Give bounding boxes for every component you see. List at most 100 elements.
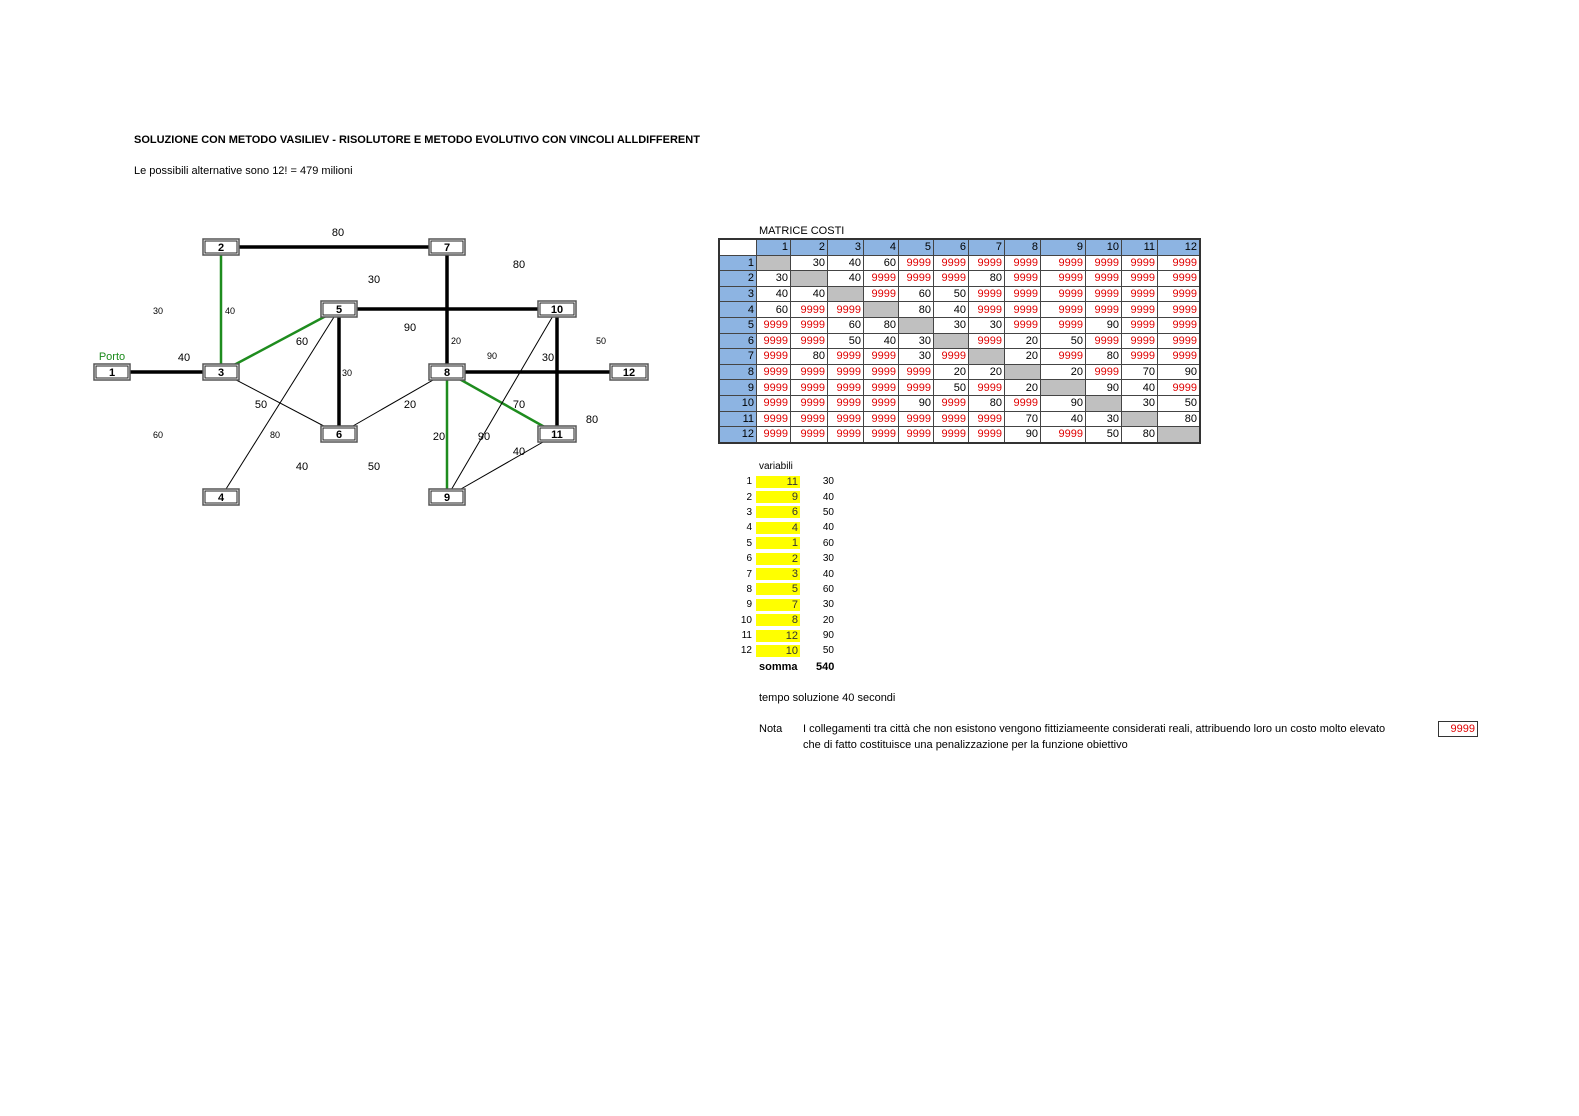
svg-text:2: 2 bbox=[218, 242, 224, 254]
matrix-cell: 9999 bbox=[790, 410, 828, 428]
matrix-cell: 9999 bbox=[1121, 270, 1158, 287]
variable-index: 10 bbox=[740, 614, 752, 626]
matrix-cell: 50 bbox=[933, 285, 969, 303]
matrix-cell: 9999 bbox=[1157, 316, 1201, 334]
matrix-cell: 9999 bbox=[1040, 348, 1086, 365]
variable-value: 10 bbox=[756, 644, 800, 657]
matrix-cell: 9999 bbox=[790, 301, 828, 318]
matrix-cell: 30 bbox=[968, 316, 1005, 334]
variable-value: 3 bbox=[756, 568, 800, 581]
matrix-cell: 40 bbox=[827, 270, 864, 287]
matrix-cell: 20 bbox=[1004, 332, 1041, 350]
node-11: 11 bbox=[537, 425, 577, 443]
svg-text:4: 4 bbox=[218, 492, 225, 504]
matrix-cell: 9999 bbox=[933, 270, 969, 287]
svg-text:11: 11 bbox=[551, 429, 563, 441]
matrix-cell: 9999 bbox=[1121, 254, 1158, 272]
variable-value: 8 bbox=[756, 614, 800, 627]
note-line-2: che di fatto costituisce una penalizzazi… bbox=[803, 739, 1128, 751]
edge-label: 80 bbox=[332, 227, 344, 239]
variable-cost: 50 bbox=[822, 645, 834, 657]
matrix-cell: 50 bbox=[1040, 332, 1086, 350]
matrix-cell: 90 bbox=[1085, 316, 1122, 334]
variable-value: 9 bbox=[756, 491, 800, 504]
matrix-cell: 9999 bbox=[1121, 285, 1158, 303]
matrix-cell: 9999 bbox=[933, 254, 969, 272]
subtitle: Le possibili alternative sono 12! = 479 … bbox=[134, 165, 353, 177]
variable-value: 6 bbox=[756, 506, 800, 519]
matrix-cell: 9999 bbox=[756, 426, 791, 444]
node-6: 6 bbox=[320, 425, 358, 443]
edge-label: 90 bbox=[404, 322, 416, 334]
penalty-value-box: 9999 bbox=[1438, 721, 1478, 737]
svg-text:9: 9 bbox=[444, 492, 450, 504]
matrix-cell: 80 bbox=[1121, 426, 1158, 444]
edge-label: 40 bbox=[225, 306, 235, 316]
matrix-cell: 70 bbox=[1121, 363, 1158, 381]
matrix-cell: 9999 bbox=[1040, 270, 1086, 287]
matrix-cell: 30 bbox=[898, 348, 934, 365]
matrix-cell: 9999 bbox=[968, 285, 1005, 303]
matrix-row-header: 7 bbox=[718, 348, 757, 365]
matrix-cell: 9999 bbox=[898, 426, 934, 444]
sum-value: 540 bbox=[816, 661, 835, 673]
matrix-cell: 9999 bbox=[898, 270, 934, 287]
matrix-cell: 20 bbox=[933, 363, 969, 381]
edge-label: 30 bbox=[153, 306, 163, 316]
variable-cost: 40 bbox=[822, 568, 834, 580]
matrix-cell: 9999 bbox=[790, 394, 828, 412]
variable-index: 9 bbox=[746, 599, 752, 611]
matrix-cell: 80 bbox=[790, 348, 828, 365]
matrix-cell: 9999 bbox=[827, 410, 864, 428]
matrix-cell: 60 bbox=[898, 285, 934, 303]
matrix-col-header: 3 bbox=[827, 238, 864, 256]
matrix-row-header: 2 bbox=[718, 270, 757, 287]
variable-value: 2 bbox=[756, 552, 800, 565]
matrix-cell: 60 bbox=[756, 301, 791, 318]
matrix-cell: 9999 bbox=[863, 363, 899, 381]
matrix-cell: 9999 bbox=[1085, 270, 1122, 287]
edge-5-4 bbox=[220, 308, 340, 498]
matrix-cell bbox=[863, 301, 899, 318]
matrix-col-header: 7 bbox=[968, 238, 1005, 256]
matrix-cell: 9999 bbox=[1040, 316, 1086, 334]
matrix-cell bbox=[1157, 426, 1201, 444]
variable-value: 12 bbox=[756, 629, 800, 642]
edge-label: 30 bbox=[342, 368, 352, 378]
variable-value: 11 bbox=[756, 475, 800, 488]
matrix-cell: 90 bbox=[898, 394, 934, 412]
matrix-cell: 9999 bbox=[1121, 332, 1158, 350]
matrix-cell: 9999 bbox=[968, 301, 1005, 318]
matrix-cell: 9999 bbox=[968, 379, 1005, 396]
matrix-cell: 60 bbox=[827, 316, 864, 334]
matrix-row-header: 3 bbox=[718, 285, 757, 303]
matrix-cell: 40 bbox=[1040, 410, 1086, 428]
variable-cost: 30 bbox=[822, 476, 834, 488]
matrix-cell: 9999 bbox=[1004, 285, 1041, 303]
variable-index: 7 bbox=[746, 568, 752, 580]
matrix-cell: 9999 bbox=[933, 426, 969, 444]
matrix-cell: 9999 bbox=[790, 363, 828, 381]
matrix-cell: 50 bbox=[933, 379, 969, 396]
variable-index: 1 bbox=[746, 476, 752, 488]
matrix-cell: 9999 bbox=[756, 363, 791, 381]
edge-label: 40 bbox=[178, 352, 190, 364]
matrix-cell: 9999 bbox=[1085, 285, 1122, 303]
edge-label: 40 bbox=[296, 461, 308, 473]
node-3: 3 bbox=[202, 363, 240, 381]
matrix-cell: 20 bbox=[1040, 363, 1086, 381]
note-label: Nota bbox=[759, 723, 783, 735]
matrix-cell: 9999 bbox=[756, 394, 791, 412]
matrix-col-header: 5 bbox=[898, 238, 934, 256]
matrix-cell: 20 bbox=[1004, 348, 1041, 365]
matrix-col-header: 11 bbox=[1121, 238, 1158, 256]
matrix-cell: 9999 bbox=[898, 363, 934, 381]
matrix-cell: 9999 bbox=[756, 332, 791, 350]
variable-cost: 50 bbox=[822, 506, 834, 518]
edge-10-9 bbox=[446, 308, 558, 498]
